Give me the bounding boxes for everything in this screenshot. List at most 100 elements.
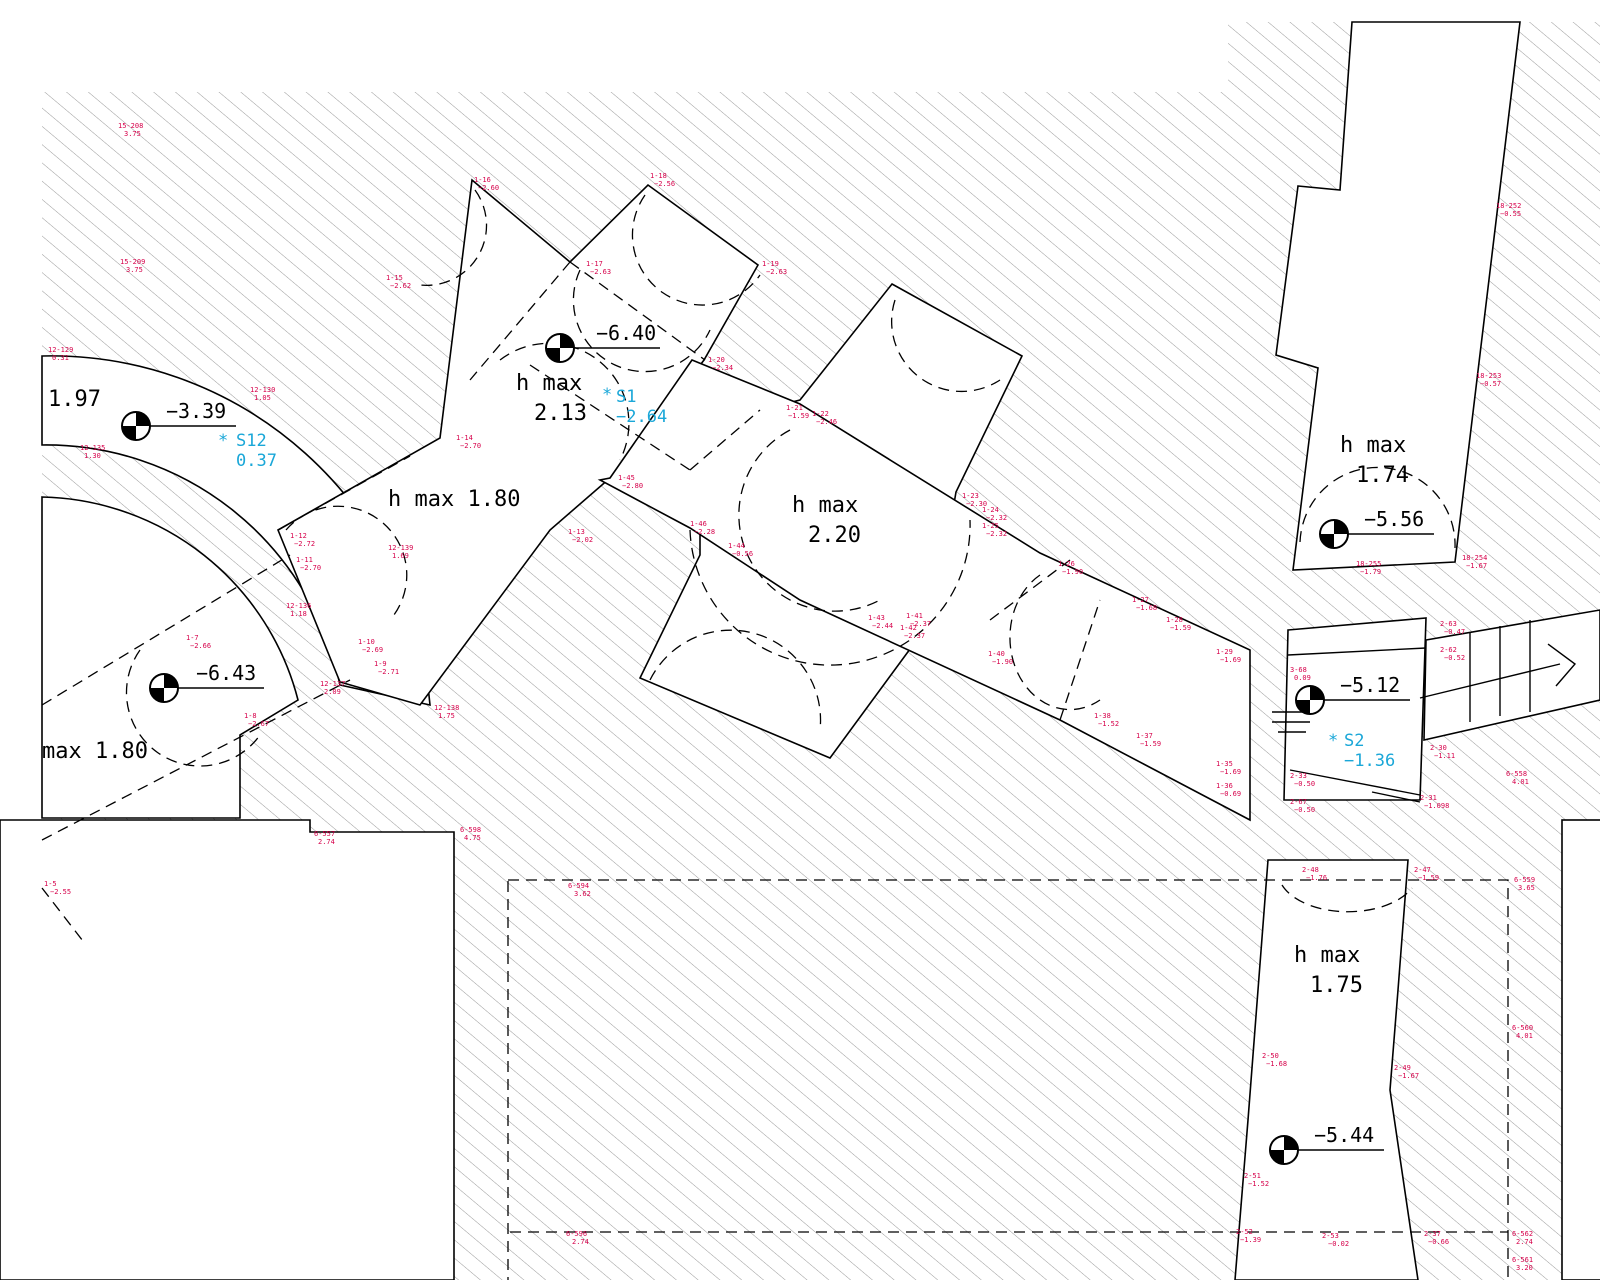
height-label: 2.13 [534, 401, 587, 426]
survey-point: 1-37−1.59 [1136, 732, 1161, 748]
survey-point: 1-5−2.55 [44, 880, 71, 896]
tunnel-network [276, 21, 1600, 1280]
height-label: 2.20 [808, 523, 861, 548]
survey-point: 2-33−0.50 [1290, 772, 1315, 788]
survey-point: 2-31−1.098 [1420, 794, 1449, 810]
survey-point: 1-38−1.52 [1094, 712, 1119, 728]
survey-point: 2-51−1.52 [1244, 1172, 1269, 1188]
benchmark-value: −6.43 [196, 661, 256, 685]
benchmark-icon [1269, 1135, 1384, 1165]
survey-point: 1-15−2.62 [386, 274, 411, 290]
survey-point: 18-252−0.55 [1496, 202, 1521, 218]
survey-point: 2-53−0.02 [1322, 1232, 1349, 1248]
survey-point: 2-62−0.52 [1440, 646, 1465, 662]
survey-point: 1-16−2.60 [474, 176, 499, 192]
survey-point: 1-13−2.02 [568, 528, 593, 544]
survey-point: 1-10−2.69 [358, 638, 383, 654]
benchmark-icon [545, 333, 660, 363]
survey-point: 1-22−2.46 [812, 410, 837, 426]
survey-point: 1-7−2.66 [186, 634, 211, 650]
benchmark-icon [1319, 519, 1434, 549]
left-building-outline [0, 819, 455, 1280]
benchmark-icon [121, 411, 236, 441]
height-label: 1.74 [1356, 463, 1409, 488]
survey-point: 18-254−1.67 [1462, 554, 1487, 570]
survey-point: 1-44−0.56 [728, 542, 753, 558]
survey-point: 1-25−2.32 [982, 522, 1007, 538]
survey-point: 1-12−2.72 [290, 532, 315, 548]
survey-point: 1-28−1.59 [1166, 616, 1191, 632]
survey-point: 2-48−1.76 [1302, 866, 1327, 882]
survey-point: 1-29−1.69 [1216, 648, 1241, 664]
benchmark-value: −5.56 [1364, 507, 1424, 531]
survey-point: 1-9−2.71 [374, 660, 399, 676]
height-labels: 1.97 max 1.80 h max 1.80 h max 2.13 h ma… [42, 371, 1409, 998]
height-label: h max [792, 493, 858, 518]
station-name: S1 [616, 387, 636, 407]
survey-point: 1-14−2.70 [456, 434, 481, 450]
right-vertical-tunnel [1234, 859, 1419, 1280]
height-label: h max [516, 371, 582, 396]
station-marker: * [602, 385, 612, 405]
station-name: S12 [236, 431, 267, 451]
survey-point: 1-20−2.34 [708, 356, 733, 372]
benchmark-markers [121, 333, 1434, 1165]
survey-point: 1-21−1.59 [786, 404, 809, 420]
survey-point: 1-26−1.90 [1058, 560, 1083, 576]
height-label: h max [1340, 433, 1406, 458]
survey-point: 1-42−2.37 [900, 624, 925, 640]
benchmark-value: −3.39 [166, 399, 226, 423]
survey-point: 1-41−2.37 [906, 612, 931, 628]
survey-point: 1-36−0.69 [1216, 782, 1241, 798]
right-upper-shaft [1275, 21, 1521, 571]
survey-point: 2-50−1.68 [1262, 1052, 1287, 1068]
survey-point: 1-23−2.30 [962, 492, 987, 508]
left-inner-arc [41, 496, 299, 819]
survey-point: 18-253−0.57 [1476, 372, 1501, 388]
height-label: 1.97 [48, 387, 101, 412]
survey-point: 1-27−1.68 [1132, 596, 1157, 612]
survey-point: 1-19−2.63 [762, 260, 787, 276]
survey-point: 18-255−1.79 [1356, 560, 1381, 576]
central-tunnel [597, 359, 1251, 822]
right-node-room [1283, 617, 1427, 801]
survey-point: 2-63−0.47 [1440, 620, 1465, 636]
station-value: 0.37 [236, 451, 277, 471]
right-building-edge [1561, 819, 1600, 1280]
benchmark-values: −6.40 −3.39 −6.43 −5.56 −5.12 −5.44 [166, 321, 1424, 1147]
station-value: −2.64 [616, 407, 667, 427]
survey-point: 1-17−2.63 [586, 260, 611, 276]
benchmark-value: −6.40 [596, 321, 656, 345]
station-value: −1.36 [1344, 751, 1395, 771]
survey-point: 2-52−1.39 [1236, 1228, 1261, 1244]
height-label: h max [1294, 943, 1360, 968]
height-label: h max 1.80 [388, 487, 520, 512]
survey-point: 2-37−0.66 [1424, 1230, 1449, 1246]
benchmark-value: −5.12 [1340, 673, 1400, 697]
dashed-lines [41, 189, 1509, 1280]
benchmark-value: −5.44 [1314, 1123, 1374, 1147]
survey-point: 1-43−2.44 [868, 614, 893, 630]
benchmark-icon [149, 673, 264, 703]
survey-point: 2-30−1.11 [1430, 744, 1455, 760]
station-marker: * [218, 431, 228, 451]
survey-point: 1-8−2.67 [244, 712, 269, 728]
benchmark-icon [1295, 685, 1410, 715]
survey-point: 1-24−2.32 [982, 506, 1007, 522]
height-label: max 1.80 [42, 739, 148, 764]
